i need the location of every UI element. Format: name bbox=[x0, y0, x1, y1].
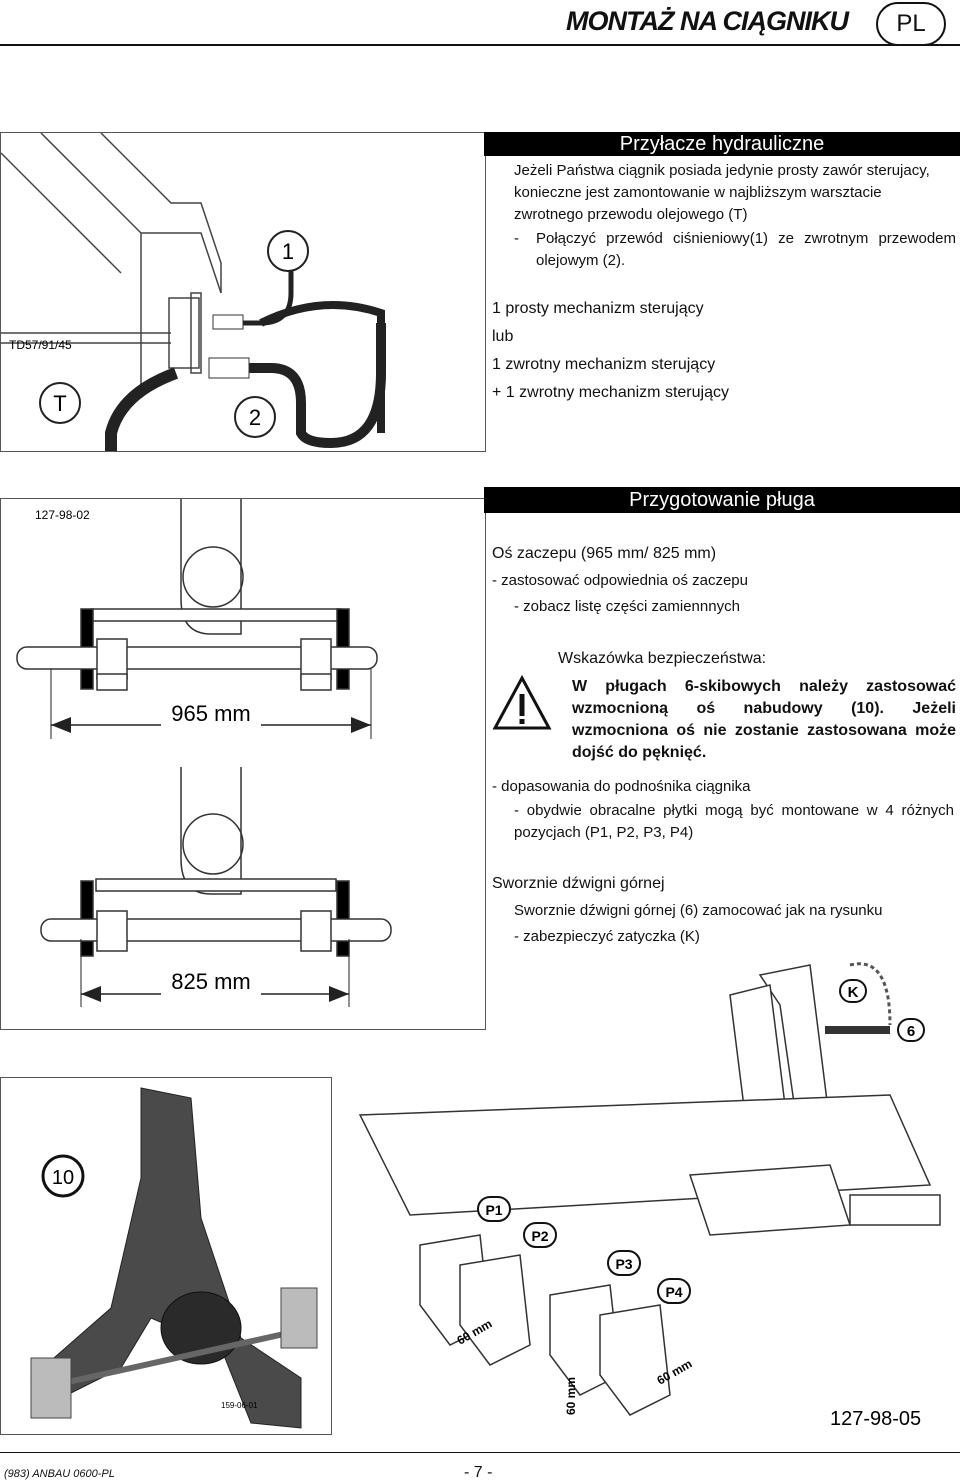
hydraulic-bullet-dash: - bbox=[514, 230, 519, 247]
callout-p2: P2 bbox=[531, 1228, 548, 1244]
top-link-pin-drawing: K 6 P1 P2 P3 P4 60 mm 60 mm 60 mm 127-98… bbox=[358, 962, 941, 1430]
safety-text: W pługach 6-skibowych należy zastosować … bbox=[572, 678, 956, 761]
safety-note: Wskazówka bezpieczeństwa: W pługach 6-sk… bbox=[492, 648, 958, 761]
axis-item-2: - zobacz listę części zamiennnych bbox=[514, 598, 740, 615]
axle-drawing: 965 mm 825 mm 127-98-02 bbox=[16, 499, 392, 1007]
figure-code-small: 159-06-01 bbox=[221, 1401, 258, 1410]
callout-10: 10 bbox=[52, 1167, 74, 1189]
safety-heading: Wskazówka bezpieczeństwa: bbox=[558, 650, 767, 667]
dimension-60mm-2: 60 mm bbox=[564, 1377, 578, 1415]
axis-item-1: - zastosować odpowiednia oś zaczepu bbox=[492, 572, 748, 589]
section-title-hydraulic: Przyłacze hydrauliczne bbox=[619, 132, 825, 155]
language-badge: PL bbox=[876, 2, 946, 46]
control-line-1: 1 prosty mechanizm sterujący bbox=[492, 300, 704, 317]
section-bar-plough: Przygotowanie pługa bbox=[484, 487, 960, 513]
top-link-pin-figure: K 6 P1 P2 P3 P4 60 mm 60 mm 60 mm 127-98… bbox=[330, 945, 960, 1445]
axis-heading: Oś zaczepu (965 mm/ 825 mm) bbox=[492, 545, 717, 562]
callout-p3: P3 bbox=[615, 1256, 632, 1272]
callout-p4: P4 bbox=[665, 1284, 682, 1300]
footer-rule bbox=[0, 1452, 960, 1453]
figure-code-hydraulic: TD57/91/45 bbox=[9, 338, 72, 352]
control-line-3: 1 zwrotny mechanizm sterujący bbox=[492, 356, 716, 373]
reinforced-axle-figure: 10 159-06-01 bbox=[0, 1077, 332, 1435]
warning-icon bbox=[492, 674, 552, 730]
figure-code-axle: 127-98-02 bbox=[35, 508, 90, 522]
footer-doc-code: (983) ANBAU 0600-PL bbox=[4, 1468, 115, 1480]
callout-2: 2 bbox=[249, 405, 261, 430]
figure-code-bottom: 127-98-05 bbox=[830, 1408, 921, 1430]
control-line-4: + 1 zwrotny mechanizm sterujący bbox=[492, 384, 729, 401]
callout-t: T bbox=[53, 391, 66, 416]
hydraulic-drawing: 1 2 T TD57/91/45 bbox=[0, 132, 386, 451]
pins-heading: Sworznie dźwigni górnej bbox=[492, 875, 665, 892]
page-title: MONTAŻ NA CIĄGNIKU bbox=[566, 6, 849, 36]
control-line-2: lub bbox=[492, 328, 514, 345]
page-number: - 7 - bbox=[464, 1464, 493, 1481]
callout-6: 6 bbox=[907, 1023, 915, 1040]
hydraulic-paragraph: Jeżeli Państwa ciągnik posiada jedynie p… bbox=[514, 162, 930, 223]
header-rule bbox=[0, 44, 960, 46]
callout-k: K bbox=[848, 984, 859, 1001]
hydraulic-figure: 1 2 T TD57/91/45 bbox=[0, 132, 486, 452]
callout-p1: P1 bbox=[485, 1202, 502, 1218]
reinforced-axle-drawing: 10 159-06-01 bbox=[30, 1087, 318, 1429]
pins-item: - zabezpieczyć zatyczka (K) bbox=[514, 928, 700, 945]
pins-text: Sworznie dźwigni górnej (6) zamocować ja… bbox=[514, 902, 883, 919]
dimension-825: 825 mm bbox=[171, 969, 250, 994]
callout-1: 1 bbox=[282, 239, 294, 264]
section-title-plough: Przygotowanie pługa bbox=[629, 488, 815, 511]
section-bar-hydraulic: Przyłacze hydrauliczne bbox=[484, 132, 960, 156]
hydraulic-bullet: Połączyć przewód ciśnieniowy(1) ze zwrot… bbox=[536, 230, 956, 269]
axle-figure: 965 mm 825 mm 127-98-02 bbox=[0, 498, 486, 1030]
dimension-965: 965 mm bbox=[171, 701, 250, 726]
fit-subitem: - obydwie obracalne płytki mogą być mont… bbox=[514, 802, 954, 841]
fit-item: - dopasowania do podnośnika ciągnika bbox=[492, 778, 751, 795]
